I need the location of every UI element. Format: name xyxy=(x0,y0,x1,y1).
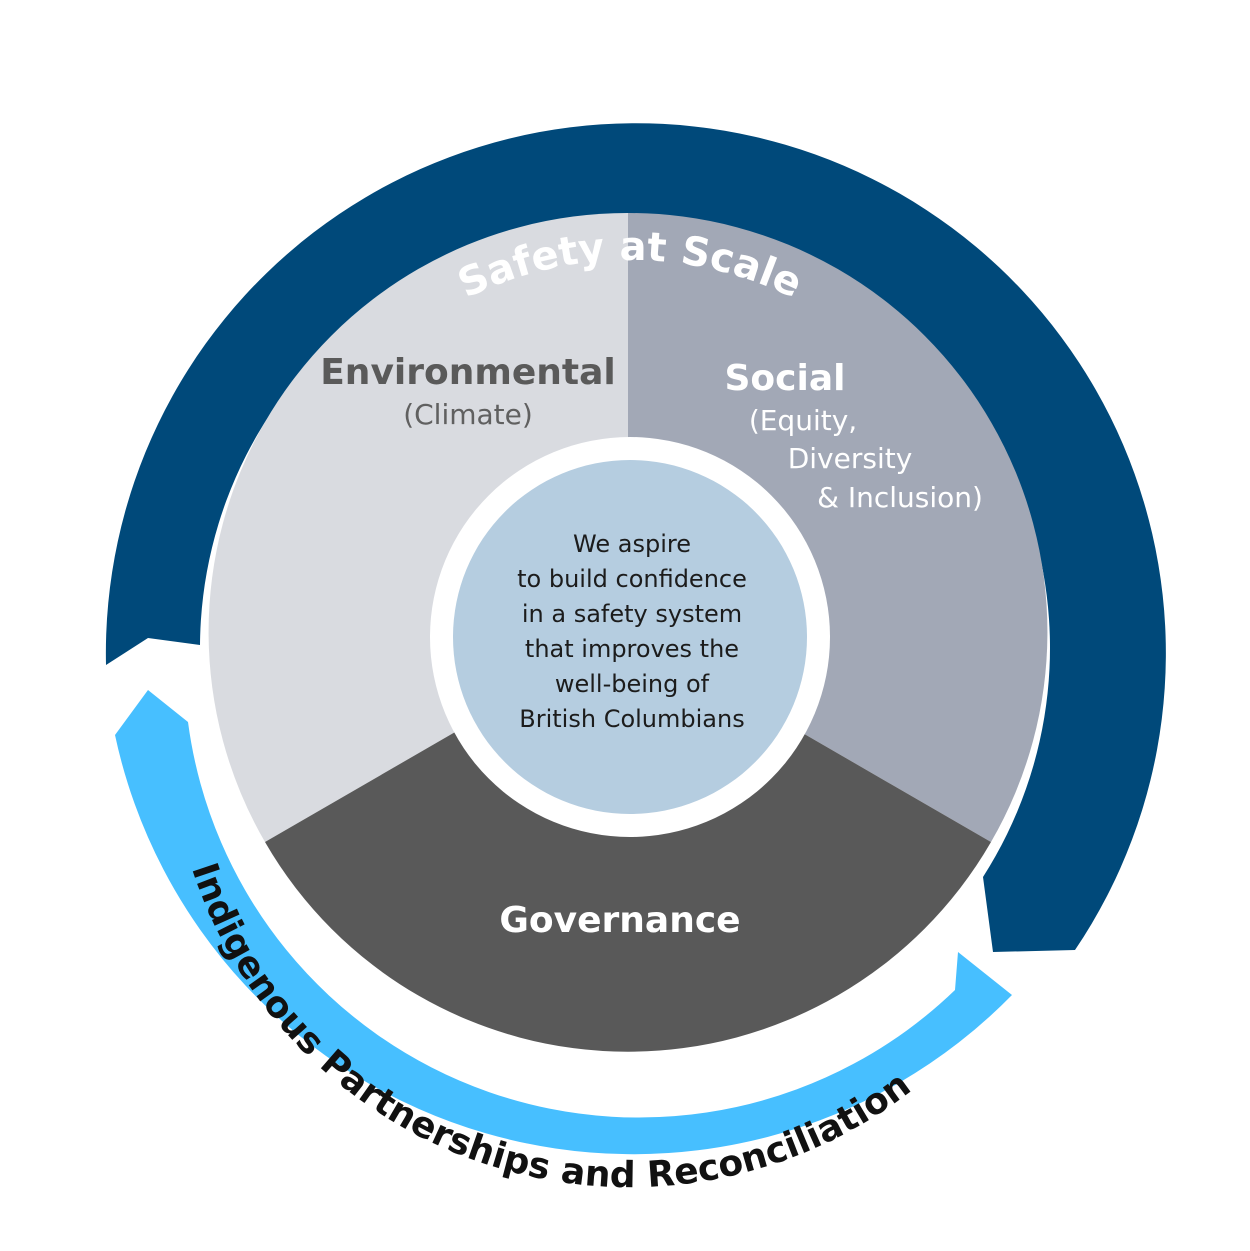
center-line-6: British Columbians xyxy=(519,705,744,733)
safety-at-scale-arc xyxy=(105,123,1166,953)
environmental-title: Environmental xyxy=(320,352,616,393)
governance-segment xyxy=(265,632,991,1052)
center-line-4: that improves the xyxy=(525,635,739,663)
social-subtitle-line-3: & Inclusion) xyxy=(817,481,983,514)
governance-title: Governance xyxy=(499,900,740,941)
center-line-2: to build confidence xyxy=(517,565,747,593)
center-circle xyxy=(453,460,807,814)
center-line-1: We aspire xyxy=(573,530,691,558)
indigenous-partnerships-arc xyxy=(115,690,1012,1155)
center-line-5: well-being of xyxy=(555,670,710,698)
center-line-3: in a safety system xyxy=(522,600,742,628)
social-subtitle-line-1: (Equity, xyxy=(749,404,857,437)
environmental-subtitle: (Climate) xyxy=(403,398,533,431)
social-subtitle-line-2: Diversity xyxy=(788,442,913,475)
social-title: Social xyxy=(725,358,846,399)
